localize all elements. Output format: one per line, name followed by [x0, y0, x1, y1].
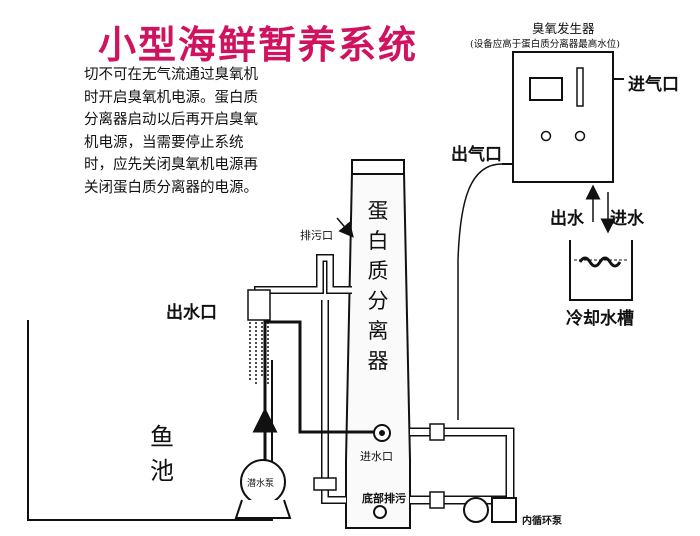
safety-note: 切不可在无气流通过臭氧机时开启臭氧机电源。蛋白质分离器启动以后再开启臭氧机电源，…	[84, 64, 269, 199]
bottom-drain-port	[373, 505, 387, 519]
fish-tank	[27, 320, 273, 521]
cooling-coil	[578, 256, 622, 268]
skimmer-label: 蛋白质分离器	[367, 199, 389, 373]
drain-label: 排污口	[300, 229, 333, 242]
air-outlet-label: 出气口	[451, 145, 502, 165]
diagram-title: 小型海鲜暂养系统	[98, 23, 419, 67]
circulation-loop	[410, 427, 515, 505]
lower-right-valve	[429, 491, 445, 509]
ozone-flowmeter	[576, 67, 584, 107]
outlet-label: 出水口	[166, 303, 217, 323]
circulation-pump-label: 内循环泵	[522, 516, 562, 527]
ozone-generator-subtitle: (设备应高于蛋白质分离器最高水位)	[470, 39, 620, 50]
water-inlet-label: 进水口	[360, 450, 393, 463]
cooling-water-out-label: 出水	[550, 209, 584, 229]
upper-valve	[429, 423, 445, 441]
ozone-generator-box	[512, 51, 614, 183]
circulation-pump	[463, 497, 489, 523]
cooling-water-in-label: 进水	[610, 209, 644, 229]
ozone-knob-left	[540, 130, 552, 142]
cooling-tank	[569, 240, 633, 301]
lower-valve	[313, 477, 337, 491]
outlet-elbow	[247, 289, 271, 321]
safety-note-text: 切不可在无气流通过臭氧机时开启臭氧机电源。蛋白质分离器启动以后再开启臭氧机电源，…	[84, 67, 258, 196]
drain-arrow	[336, 217, 354, 238]
bottom-drain-label: 底部排污	[362, 492, 406, 505]
ozone-air-tube	[457, 163, 503, 420]
skimmer-top	[351, 159, 405, 175]
ozone-knob-right	[574, 130, 586, 142]
ozone-generator-label: 臭氧发生器	[532, 21, 595, 36]
fish-tank-label: 鱼池	[150, 423, 174, 485]
return-pipe	[321, 300, 346, 504]
water-spray	[249, 322, 269, 385]
cooling-tank-label: 冷却水槽	[566, 309, 634, 329]
air-inlet-label: 进气口	[628, 75, 679, 95]
submersible-pump-label: 潜水泵	[247, 479, 275, 489]
ozone-display	[529, 77, 563, 101]
